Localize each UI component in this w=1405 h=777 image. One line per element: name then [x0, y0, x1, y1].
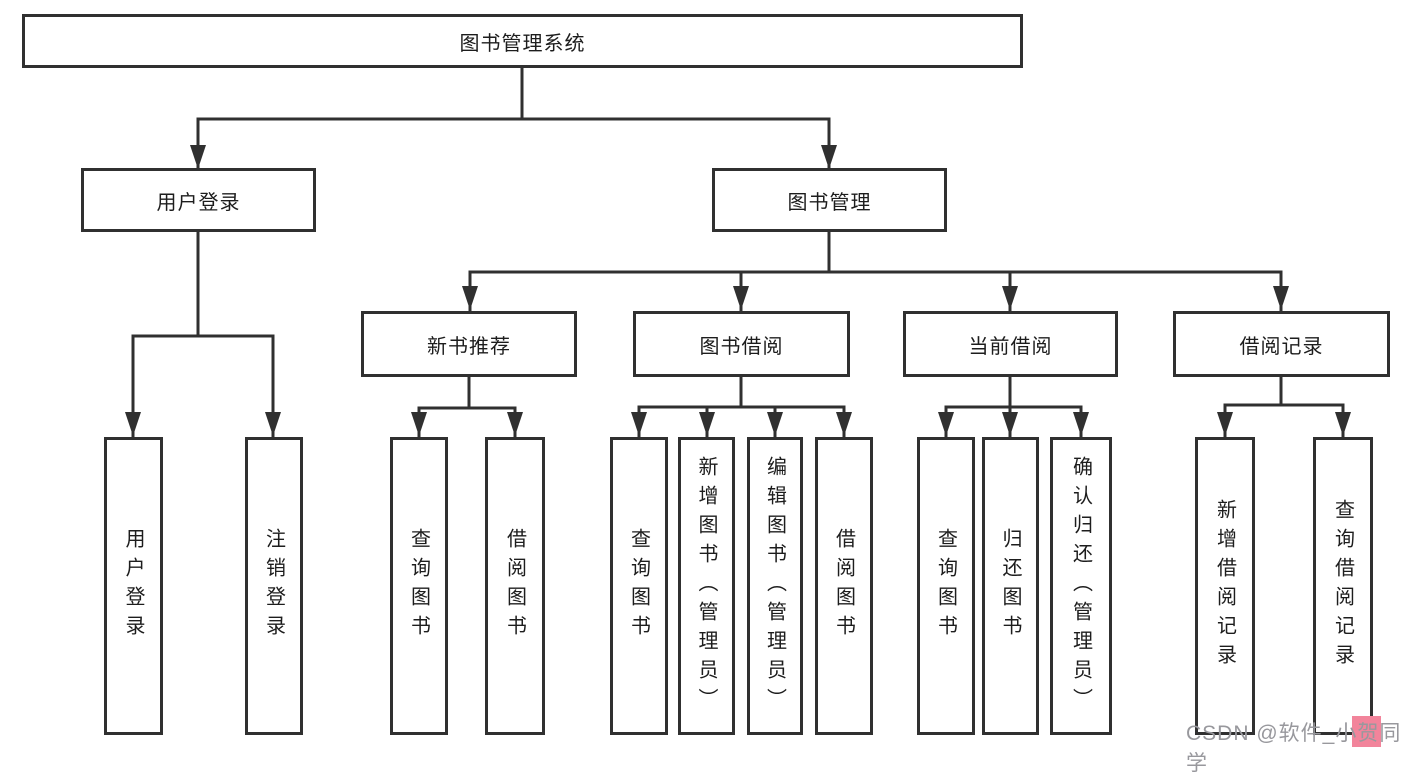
leaf-query-books-recommend: 查询图书: [390, 437, 448, 735]
leaf-user-login: 用户登录: [104, 437, 163, 735]
node-user-login: 用户登录: [81, 168, 316, 232]
org-chart: 图书管理系统 用户登录 图书管理 新书推荐 图书借阅 当前借阅 借阅记录 用户登…: [22, 14, 1400, 775]
watermark-text: CSDN @软件_小贺同学: [1186, 722, 1402, 775]
node-root: 图书管理系统: [22, 14, 1023, 68]
leaf-add-books-admin: 新增图书（管理员）: [678, 437, 735, 735]
leaf-query-borrow-record: 查询借阅记录: [1313, 437, 1373, 735]
leaf-add-borrow-record: 新增借阅记录: [1195, 437, 1255, 735]
leaf-query-books-current: 查询图书: [917, 437, 975, 735]
leaf-logout: 注销登录: [245, 437, 303, 735]
node-current-borrow: 当前借阅: [903, 311, 1118, 377]
connector-new-book-children: [411, 377, 523, 437]
node-book-borrow: 图书借阅: [633, 311, 850, 377]
node-new-book-recommend: 新书推荐: [361, 311, 577, 377]
leaf-confirm-return-admin: 确认归还（管理员）: [1050, 437, 1112, 735]
connector-lines: [125, 68, 1351, 437]
leaf-borrow-books-recommend: 借阅图书: [485, 437, 545, 735]
node-borrow-records: 借阅记录: [1173, 311, 1390, 377]
connector-root-to-level1: [190, 68, 837, 169]
connector-borrow-records-children: [1217, 377, 1351, 437]
node-book-management: 图书管理: [712, 168, 947, 232]
connector-book-borrow-children: [631, 377, 852, 437]
connector-user-login-children: [125, 232, 281, 437]
connector-current-borrow-children: [938, 377, 1089, 437]
leaf-borrow-books-borrow: 借阅图书: [815, 437, 873, 735]
connector-book-management-children: [462, 232, 1289, 311]
leaf-edit-books-admin: 编辑图书（管理员）: [747, 437, 803, 735]
leaf-return-books: 归还图书: [982, 437, 1039, 735]
watermark-highlight: [1352, 716, 1381, 747]
leaf-query-books-borrow: 查询图书: [610, 437, 668, 735]
